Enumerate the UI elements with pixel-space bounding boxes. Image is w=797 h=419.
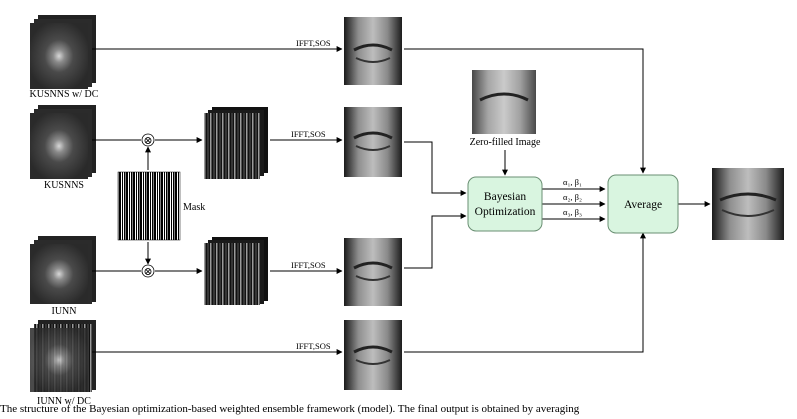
mri-image-1 [344,17,402,85]
masked-kspace-top [204,107,268,179]
label-kusnns-dc: KUSNNS w/ DC [30,89,99,100]
multiply-op-top: ⊗ [141,133,155,147]
average-title: Average [624,199,662,211]
kspace-stack-iunn-dc [30,320,96,392]
bayes-title-line2: Optimization [475,206,536,218]
mask-image [117,171,181,241]
svg-text:⊗: ⊗ [143,135,152,147]
label-zero-filled: Zero-filled Image [470,137,541,148]
figure-caption: The structure of the Bayesian optimizati… [0,403,580,415]
masked-kspace-bottom [204,237,268,305]
connectors [92,46,711,355]
label-kusnns: KUSNNS [44,180,84,191]
bayes-title-line1: Bayesian [484,191,526,203]
weight-label-2: α₂, β₂ [563,192,582,202]
kspace-stack-kusnns [30,105,96,179]
kspace-stack-kusnns-dc [30,15,96,89]
label-mask: Mask [183,202,205,213]
edge-label-ifft-4: IFFT,SOS [296,341,331,351]
mri-image-3 [344,238,402,306]
multiply-op-bottom: ⊗ [141,264,155,278]
mri-image-4 [344,320,402,390]
average-box: Average [607,174,679,234]
weight-label-3: α₃, β₃ [563,207,582,217]
final-output-image [712,168,784,240]
edge-label-ifft-2: IFFT,SOS [291,129,326,139]
edge-label-ifft-1: IFFT,SOS [296,38,331,48]
label-iunn: IUNN [52,306,77,317]
svg-text:⊗: ⊗ [143,266,152,278]
label-iunn-dc: IUNN w/ DC [37,396,91,407]
kspace-stack-iunn [30,236,96,304]
weight-label-1: α₁, β₁ [563,177,582,187]
edge-label-ifft-3: IFFT,SOS [291,260,326,270]
mri-image-2 [344,107,402,177]
zero-filled-image [472,70,536,134]
bayesian-optimization-box: Bayesian Optimization [467,176,543,232]
